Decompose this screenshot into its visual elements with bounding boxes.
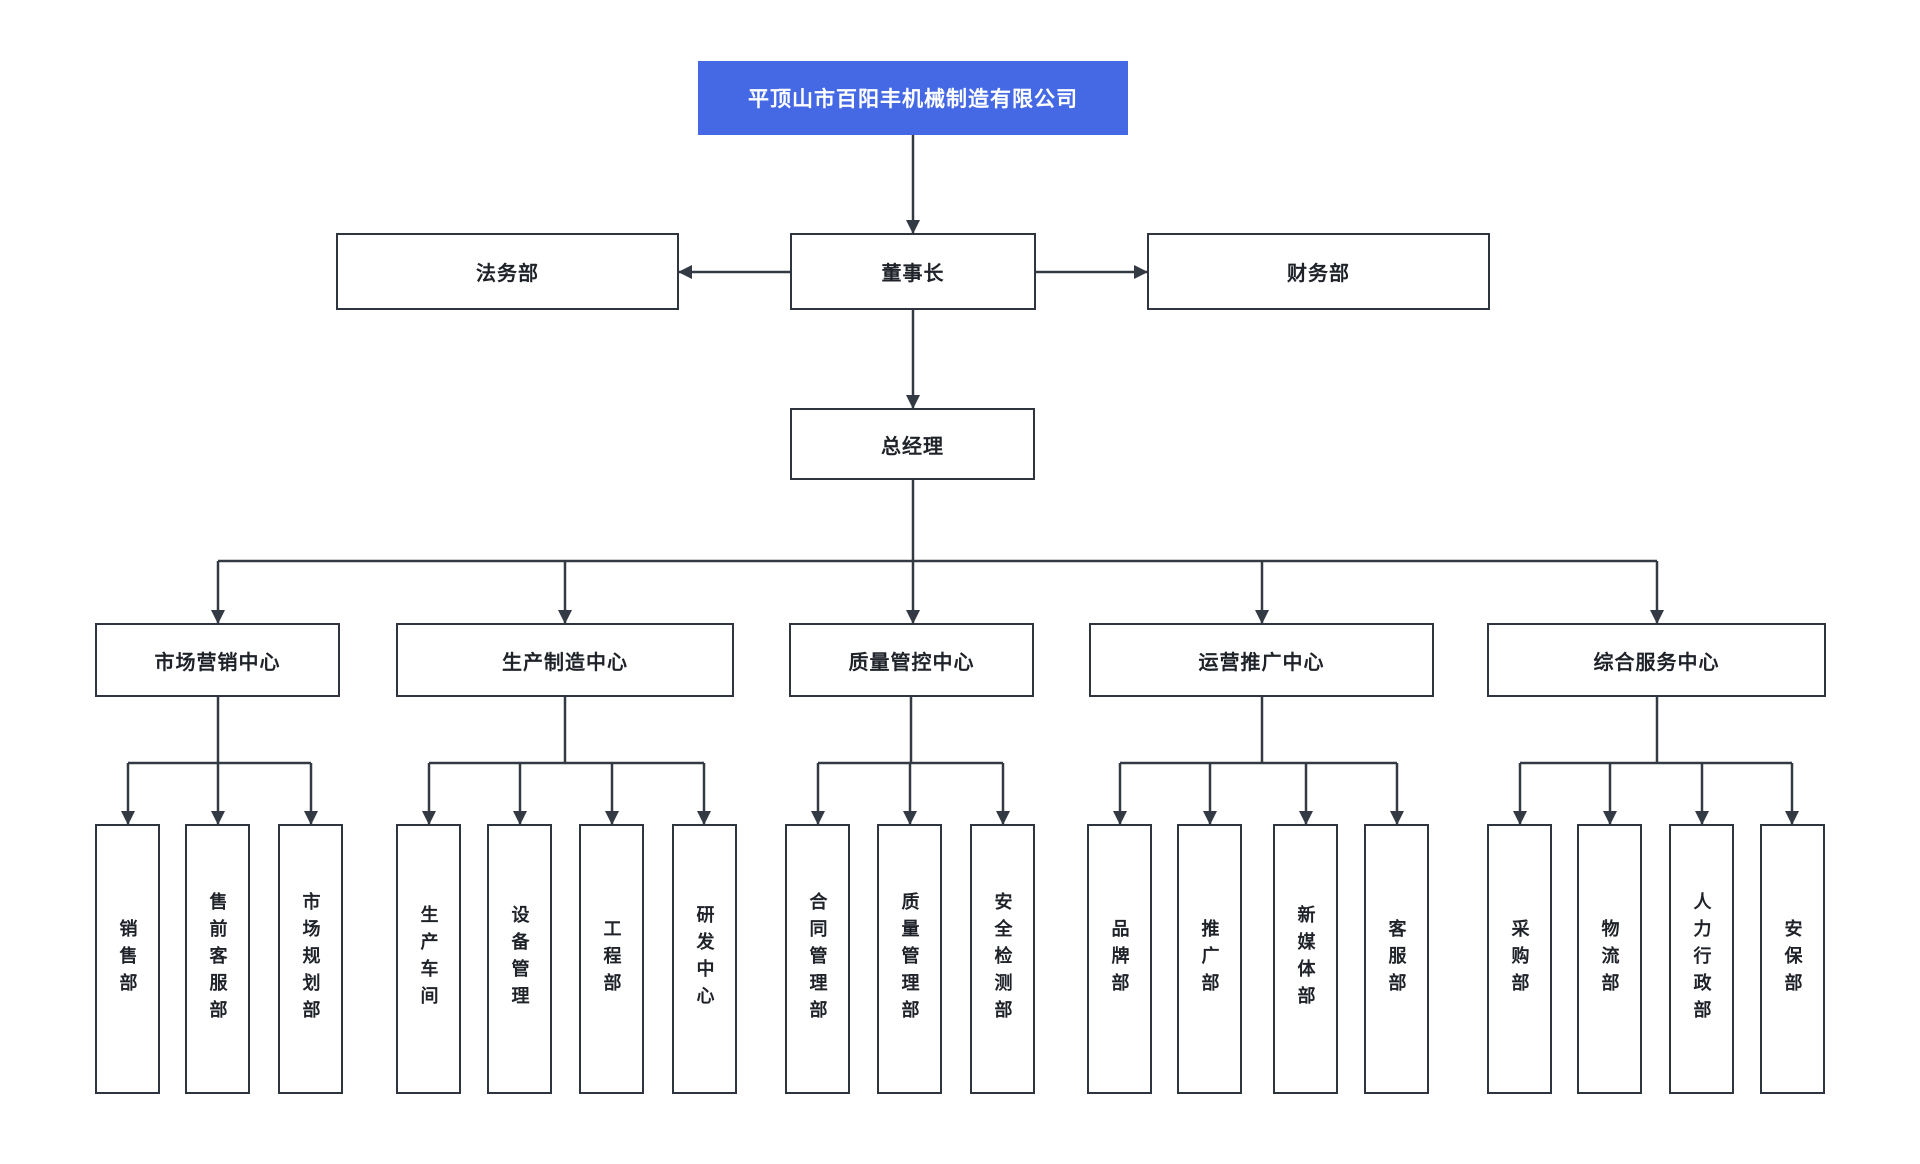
dept-label: 品牌部 bbox=[1109, 918, 1130, 1000]
center-node-quality: 质量管控中心 bbox=[789, 623, 1034, 697]
dept-label: 推广部 bbox=[1199, 918, 1220, 1000]
dept-node-sales: 销售部 bbox=[95, 824, 160, 1094]
finance-dept-node: 财务部 bbox=[1147, 233, 1490, 310]
dept-node-contract-management: 合同管理部 bbox=[785, 824, 850, 1094]
dept-label: 生产车间 bbox=[418, 905, 439, 1013]
dept-label: 工程部 bbox=[601, 918, 622, 1000]
general-manager-node: 总经理 bbox=[790, 408, 1035, 480]
center-production-label: 生产制造中心 bbox=[502, 651, 628, 674]
dept-label: 安全检测部 bbox=[992, 891, 1013, 1027]
dept-node-production-workshop: 生产车间 bbox=[396, 824, 461, 1094]
dept-label: 安保部 bbox=[1782, 918, 1803, 1000]
dept-label: 质量管理部 bbox=[899, 891, 920, 1027]
dept-node-equipment-management: 设备管理 bbox=[487, 824, 552, 1094]
chairman-node: 董事长 bbox=[790, 233, 1036, 310]
dept-node-presales-service: 售前客服部 bbox=[185, 824, 250, 1094]
dept-label: 人力行政部 bbox=[1691, 891, 1712, 1027]
dept-node-brand: 品牌部 bbox=[1087, 824, 1152, 1094]
dept-label: 客服部 bbox=[1386, 918, 1407, 1000]
dept-node-safety-inspection: 安全检测部 bbox=[970, 824, 1035, 1094]
dept-node-customer-service: 客服部 bbox=[1364, 824, 1429, 1094]
dept-node-engineering: 工程部 bbox=[579, 824, 644, 1094]
dept-node-market-planning: 市场规划部 bbox=[278, 824, 343, 1094]
dept-node-new-media: 新媒体部 bbox=[1273, 824, 1338, 1094]
company-root-node: 平顶山市百阳丰机械制造有限公司 bbox=[698, 61, 1128, 135]
center-quality-label: 质量管控中心 bbox=[848, 651, 975, 674]
center-node-services: 综合服务中心 bbox=[1487, 623, 1826, 697]
dept-label: 物流部 bbox=[1599, 918, 1620, 1000]
center-node-marketing: 市场营销中心 bbox=[95, 623, 340, 697]
dept-node-logistics: 物流部 bbox=[1577, 824, 1642, 1094]
dept-label: 新媒体部 bbox=[1295, 905, 1316, 1013]
chairman-label: 董事长 bbox=[881, 263, 945, 285]
dept-node-procurement: 采购部 bbox=[1487, 824, 1552, 1094]
finance-dept-label: 财务部 bbox=[1287, 263, 1350, 285]
dept-label: 市场规划部 bbox=[300, 891, 321, 1027]
center-services-label: 综合服务中心 bbox=[1593, 651, 1720, 674]
center-marketing-label: 市场营销中心 bbox=[154, 651, 281, 674]
center-operations-label: 运营推广中心 bbox=[1198, 651, 1325, 674]
dept-node-promotion: 推广部 bbox=[1177, 824, 1242, 1094]
general-manager-label: 总经理 bbox=[881, 435, 944, 458]
dept-label: 售前客服部 bbox=[207, 891, 228, 1027]
dept-node-hr-admin: 人力行政部 bbox=[1669, 824, 1734, 1094]
legal-dept-label: 法务部 bbox=[476, 263, 539, 285]
dept-label: 采购部 bbox=[1509, 918, 1530, 1000]
dept-label: 设备管理 bbox=[509, 905, 530, 1013]
center-node-operations: 运营推广中心 bbox=[1089, 623, 1434, 697]
center-node-production: 生产制造中心 bbox=[396, 623, 734, 697]
dept-label: 合同管理部 bbox=[807, 891, 828, 1027]
dept-label: 研发中心 bbox=[694, 905, 715, 1013]
legal-dept-node: 法务部 bbox=[336, 233, 679, 310]
dept-node-security: 安保部 bbox=[1760, 824, 1825, 1094]
dept-node-rd-center: 研发中心 bbox=[672, 824, 737, 1094]
dept-node-quality-management: 质量管理部 bbox=[877, 824, 942, 1094]
dept-label: 销售部 bbox=[117, 918, 138, 1000]
company-name-label: 平顶山市百阳丰机械制造有限公司 bbox=[748, 88, 1078, 111]
